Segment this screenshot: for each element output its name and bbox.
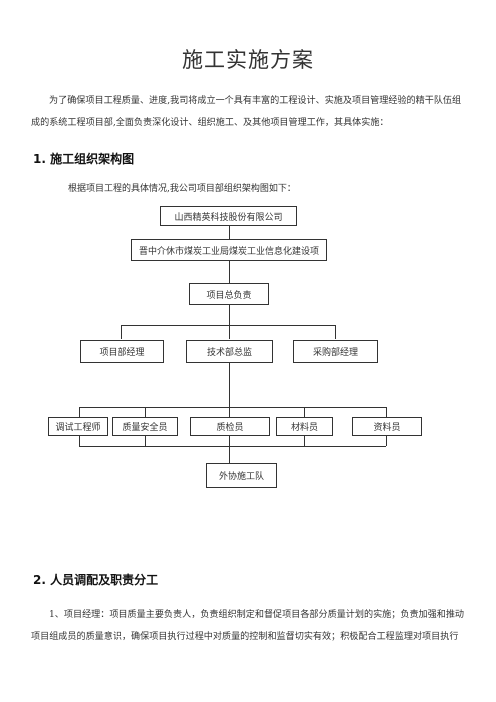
- connector-staff-2: [145, 407, 146, 418]
- org-box-manager-tech: 技术部总监: [186, 340, 273, 363]
- section2-paragraph: 1、项目经理：项目质量主要负责人，负责组织制定和督促项目各部分质量计划的实施；负…: [31, 610, 465, 642]
- intro-paragraph: 为了确保项目工程质量、进度,我司将成立一个具有丰富的工程设计、实施及项目管理经验…: [31, 96, 462, 128]
- connector-manager-3: [335, 325, 336, 339]
- org-box-company: 山西精英科技股份有限公司: [160, 206, 297, 226]
- connector-staff-1: [79, 407, 80, 418]
- connector-gm-bus: [229, 305, 230, 325]
- connector-manager-1: [121, 325, 122, 339]
- staff-bus-bottom: [79, 446, 386, 447]
- org-box-staff-documents: 资料员: [352, 417, 422, 436]
- connector-staff-3-bottom: [229, 436, 230, 446]
- staff-bus-top: [79, 407, 386, 408]
- connector-staff-5-bottom: [386, 436, 387, 446]
- connector-to-staff: [229, 363, 230, 407]
- connector-staff-2-bottom: [145, 436, 146, 446]
- section2-heading: 2. 人员调配及职责分工: [33, 573, 159, 587]
- section1-heading: 1. 施工组织架构图: [33, 152, 135, 166]
- org-box-staff-safety: 质量安全员: [112, 417, 178, 436]
- connector-staff-5: [386, 407, 387, 418]
- org-box-manager-purchasing: 采购部经理: [293, 340, 378, 363]
- org-box-staff-materials: 材料员: [276, 417, 333, 436]
- org-box-manager-project: 项目部经理: [80, 340, 164, 363]
- manager-bus: [121, 325, 336, 326]
- connector-staff-1-bottom: [79, 436, 80, 446]
- connector-to-team: [229, 446, 230, 463]
- connector-manager-2: [229, 325, 230, 339]
- connector-staff-4: [304, 407, 305, 418]
- section1-intro: 根据项目工程的具体情况,我公司项目部组织架构图如下：: [68, 184, 296, 194]
- connector-company-project: [229, 226, 230, 240]
- connector-staff-4-bottom: [304, 436, 305, 446]
- connector-project-gm: [229, 261, 230, 283]
- org-box-team: 外协施工队: [206, 463, 277, 488]
- org-box-general-manager: 项目总负责: [189, 283, 269, 305]
- org-box-staff-qc: 质检员: [190, 417, 270, 436]
- org-box-project: 晋中介休市煤炭工业局煤炭工业信息化建设项: [131, 239, 327, 261]
- org-box-staff-debug-engineer: 调试工程师: [48, 417, 108, 436]
- connector-staff-3: [229, 407, 230, 418]
- page-title: 施工实施方案: [182, 48, 314, 72]
